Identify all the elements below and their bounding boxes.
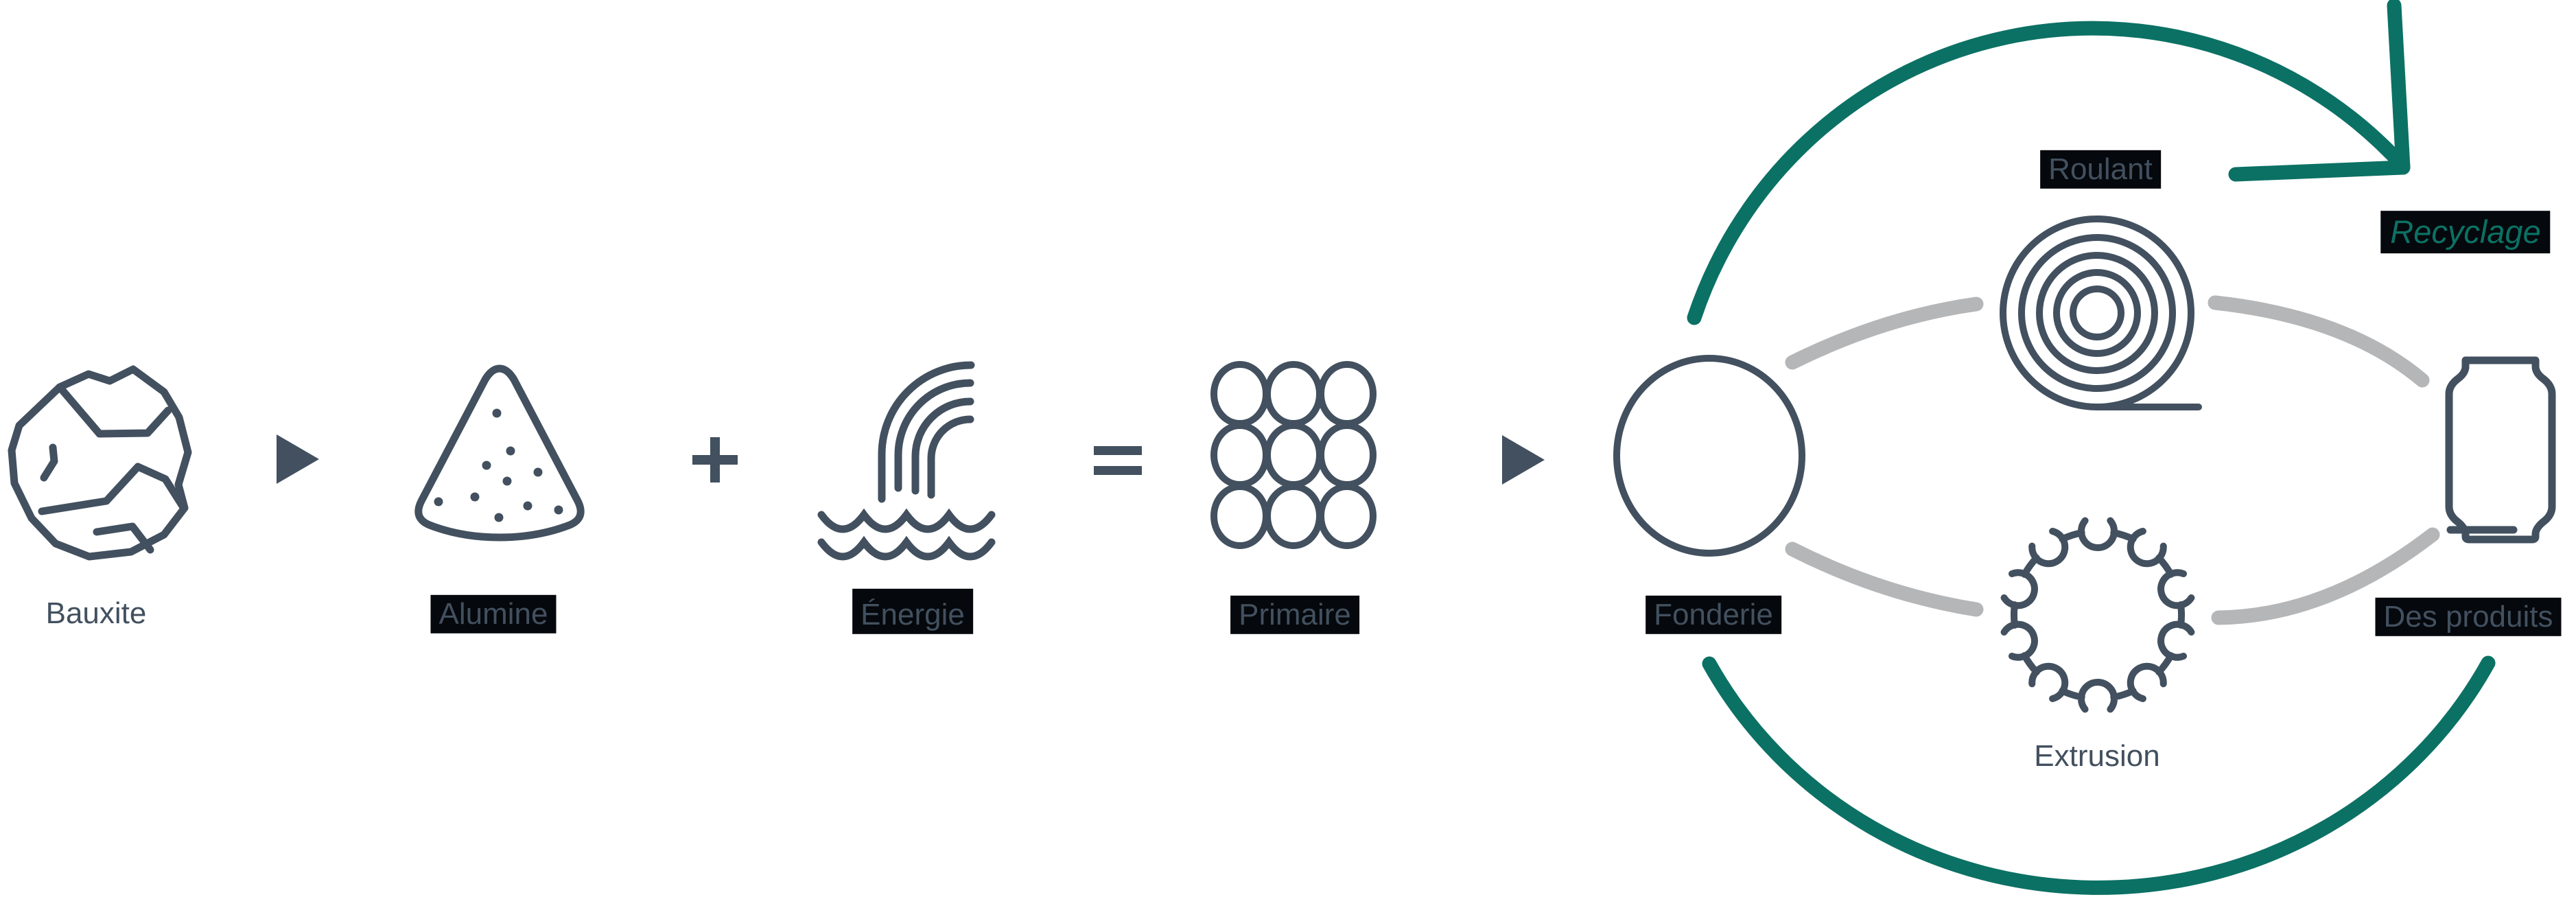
smelter-circle-icon <box>1613 355 1805 557</box>
recycle-arrowhead-barb-vertical <box>2387 0 2411 175</box>
produits-label: Des produits <box>2375 597 2562 637</box>
flow-arrow-icon <box>277 434 319 484</box>
flow-arrow-icon <box>1502 435 1545 485</box>
powder-cone-icon <box>414 364 585 542</box>
equals-icon <box>1094 446 1142 475</box>
recycle-arc-top <box>1687 21 2411 325</box>
link-extrusion-produits <box>2211 527 2440 625</box>
energie-label: Énergie <box>852 588 973 635</box>
recycle-arrowhead-barb-horizontal <box>2228 160 2411 182</box>
extrusion-label: Extrusion <box>2034 738 2160 773</box>
ingot-grid-icon <box>1210 361 1377 549</box>
can-icon <box>2445 356 2556 544</box>
link-fonderie-extrusion <box>1785 542 1984 617</box>
extrusion-die-icon <box>2000 517 2195 713</box>
link-fonderie-roulant <box>1785 296 1984 370</box>
coil-icon <box>2000 216 2202 410</box>
fonderie-label: Fonderie <box>1646 595 1781 635</box>
alumine-label: Alumine <box>430 594 557 634</box>
waterfall-icon <box>817 361 996 561</box>
gray-connectors <box>1785 295 2440 625</box>
link-roulant-produits <box>2208 295 2430 388</box>
roulant-label: Roulant <box>2040 150 2161 189</box>
plus-icon <box>692 437 738 482</box>
recycle-loop-arrow <box>1687 0 2496 895</box>
recycle-arc-bottom <box>1702 655 2496 895</box>
rock-icon <box>8 365 192 561</box>
recyclage-label: Recyclage <box>2380 211 2551 253</box>
primaire-label: Primaire <box>1230 595 1359 635</box>
bauxite-label: Bauxite <box>45 596 147 630</box>
powder-dots <box>434 408 563 522</box>
